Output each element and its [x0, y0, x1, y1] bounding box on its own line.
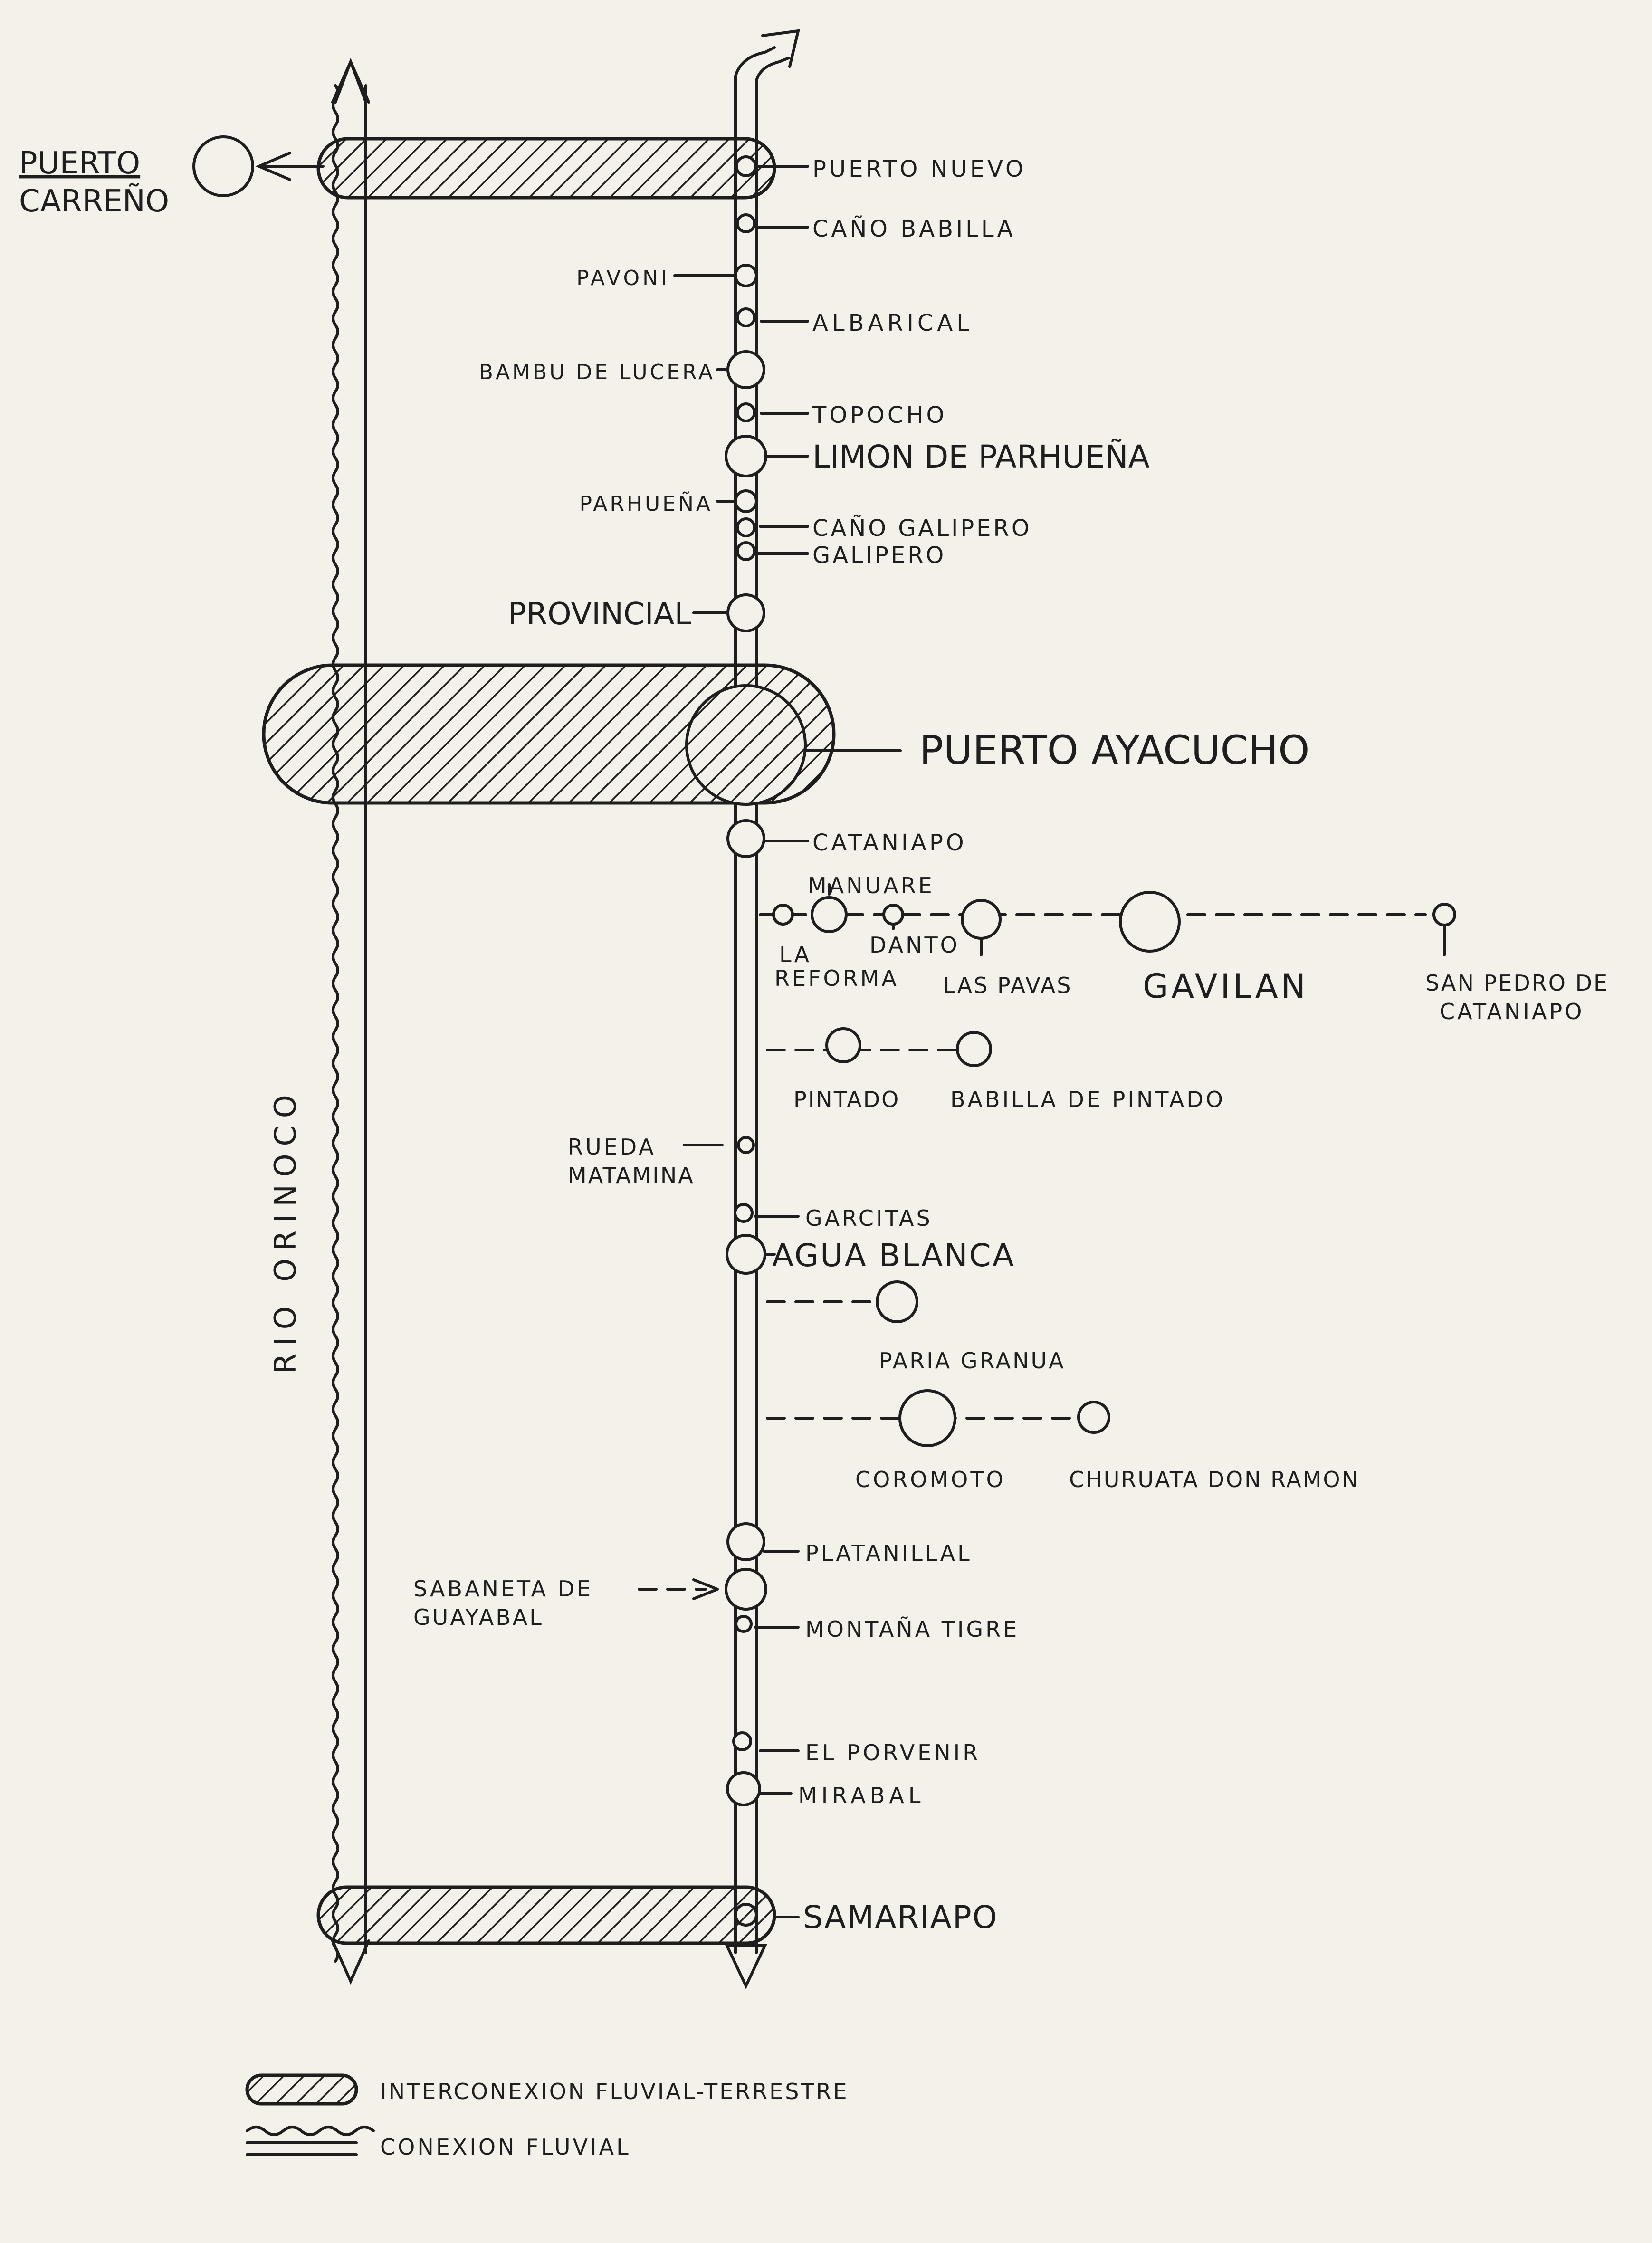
label-pavoni: PAVONI — [576, 266, 670, 290]
node-topocho: TOPOCHO — [736, 402, 947, 429]
road-axis — [725, 29, 800, 1990]
label-samariapo: SAMARIAPO — [803, 1899, 998, 1936]
node-rueda-matamina: RUEDA MATAMINA — [568, 1134, 755, 1188]
label-topocho: TOPOCHO — [812, 402, 947, 429]
label-el-porvenir: EL PORVENIR — [805, 1740, 981, 1766]
branch-paria-granua: PARIA GRANUA — [766, 1280, 1066, 1374]
label-parhuena: PARHUEÑA — [580, 491, 713, 516]
label-puerto-carreno-1: PUERTO — [19, 146, 140, 181]
branch-coromoto: COROMOTO CHURUATA DON RAMON — [766, 1389, 1359, 1492]
label-la-reforma-2: REFORMA — [774, 965, 899, 991]
node-platanillal: PLATANILLAL — [726, 1522, 972, 1566]
label-san-pedro-de-cataniapo-1: SAN PEDRO DE — [1425, 970, 1609, 996]
node-parhuena: PARHUEÑA — [580, 489, 758, 516]
label-cataniapo: CATANIAPO — [812, 830, 967, 856]
label-rio-orinoco: RIO ORINOCO — [268, 1087, 303, 1374]
legend-label-fluvial: CONEXION FLUVIAL — [380, 2134, 631, 2160]
node-cano-galipero: CAÑO GALIPERO — [736, 515, 1032, 542]
interconnection-band-puerto-nuevo — [316, 137, 776, 200]
label-cano-babilla: CAÑO BABILLA — [812, 216, 1016, 242]
node-agua-blanca: AGUA BLANCA — [726, 1234, 1015, 1275]
label-platanillal: PLATANILLAL — [805, 1540, 972, 1566]
node-limon-de-parhuena: LIMON DE PARHUEÑA — [725, 435, 1150, 477]
node-sabaneta-de-guayabal: SABANETA DE GUAYABAL — [413, 1568, 767, 1630]
label-galipero: GALIPERO — [812, 542, 946, 569]
node-cano-babilla: CAÑO BABILLA — [736, 213, 1016, 242]
node-el-porvenir: EL PORVENIR — [732, 1731, 981, 1766]
label-las-pavas: LAS PAVAS — [943, 973, 1072, 998]
label-sabaneta-de-guayabal-2: GUAYABAL — [413, 1604, 544, 1630]
puerto-carreno: PUERTO CARREÑO — [19, 135, 325, 219]
label-babilla-de-pintado: BABILLA DE PINTADO — [950, 1087, 1225, 1112]
node-galipero: GALIPERO — [736, 541, 946, 569]
node-pavoni: PAVONI — [576, 264, 758, 290]
label-manuare: MANUARE — [808, 873, 935, 898]
label-churuata-don-ramon: CHURUATA DON RAMON — [1069, 1467, 1359, 1492]
node-bambu-de-lucera: BAMBU DE LUCERA — [479, 350, 765, 389]
label-rueda-matamina-2: MATAMINA — [568, 1163, 695, 1188]
node-puerto-ayacucho: PUERTO AYACUCHO — [685, 684, 1309, 806]
node-mirabal: MIRABAL — [726, 1771, 925, 1808]
label-montana-tigre: MONTAÑA TIGRE — [805, 1616, 1019, 1642]
label-albarical: ALBARICAL — [812, 310, 973, 336]
label-la-reforma-1: LA — [779, 942, 812, 967]
branch-cataniapo: MANUARE LA REFORMA DANTO LAS PAVAS GAVIL… — [759, 873, 1609, 1024]
label-rueda-matamina-1: RUEDA — [568, 1134, 656, 1160]
label-paria-granua: PARIA GRANUA — [879, 1348, 1066, 1374]
legend: INTERCONEXION FLUVIAL-TERRESTRE CONEXION… — [245, 2073, 849, 2160]
label-bambu-de-lucera: BAMBU DE LUCERA — [479, 360, 715, 384]
legend-label-fluvial-terrestre: INTERCONEXION FLUVIAL-TERRESTRE — [380, 2079, 849, 2104]
node-samariapo: SAMARIAPO — [734, 1899, 998, 1936]
label-garcitas: GARCITAS — [805, 1205, 933, 1231]
label-provincial: PROVINCIAL — [508, 597, 691, 632]
node-puerto-nuevo: PUERTO NUEVO — [735, 155, 1026, 182]
label-puerto-carreno-2: CARREÑO — [19, 183, 169, 219]
node-garcitas: GARCITAS — [734, 1203, 933, 1231]
legend-swatch-fluvial-terrestre — [245, 2073, 358, 2106]
label-coromoto: COROMOTO — [855, 1467, 1006, 1492]
river-channel — [331, 57, 370, 1985]
interconnection-band-samariapo — [316, 1885, 776, 1945]
label-puerto-nuevo: PUERTO NUEVO — [812, 156, 1026, 182]
legend-swatch-fluvial — [246, 2126, 375, 2156]
node-cataniapo: CATANIAPO — [726, 819, 967, 858]
label-sabaneta-de-guayabal-1: SABANETA DE — [413, 1576, 593, 1602]
node-provincial: PROVINCIAL — [508, 593, 765, 632]
label-agua-blanca: AGUA BLANCA — [772, 1237, 1015, 1274]
label-cano-galipero: CAÑO GALIPERO — [812, 515, 1032, 542]
label-mirabal: MIRABAL — [798, 1783, 925, 1808]
label-gavilan: GAVILAN — [1143, 967, 1308, 1006]
label-san-pedro-de-cataniapo-2: CATANIAPO — [1440, 999, 1584, 1024]
label-pintado: PINTADO — [793, 1087, 900, 1112]
branch-pintado: PINTADO BABILLA DE PINTADO — [766, 1027, 1225, 1112]
label-puerto-ayacucho: PUERTO AYACUCHO — [919, 727, 1309, 773]
label-danto: DANTO — [869, 932, 960, 958]
label-limon-de-parhuena: LIMON DE PARHUEÑA — [812, 439, 1150, 475]
node-albarical: ALBARICAL — [736, 307, 973, 336]
node-montana-tigre: MONTAÑA TIGRE — [735, 1615, 1019, 1642]
